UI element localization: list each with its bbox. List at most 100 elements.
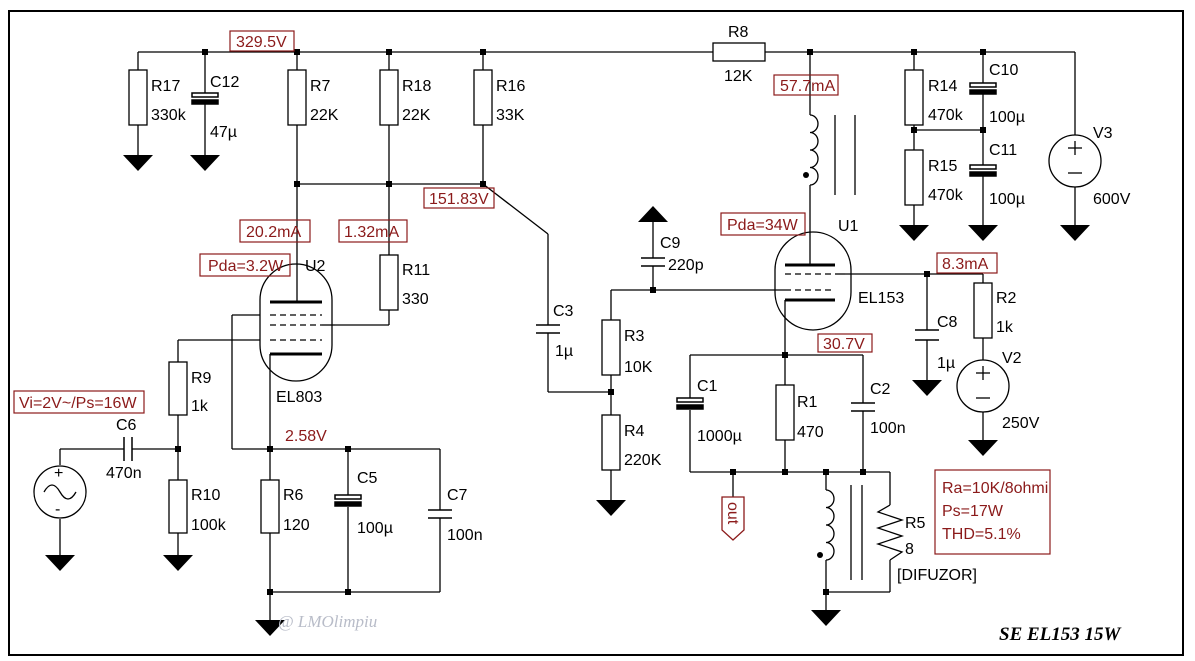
value-c12: 47µ: [210, 124, 237, 141]
label-c3: C3: [553, 303, 574, 320]
component-labels: R17 330k C12 47µ R7 22K R18 22K R16 33K …: [106, 24, 1131, 584]
label-r11: R11: [402, 262, 430, 279]
label-r15: R15: [928, 158, 957, 175]
value-v2: 250V: [1002, 415, 1040, 432]
value-c8: 1µ: [937, 355, 955, 372]
resistor-r4: [601, 414, 621, 471]
label-r16: R16: [496, 78, 525, 95]
label-r1: R1: [797, 394, 818, 411]
junctions: [175, 49, 986, 595]
result-line-2: Ps=17W: [942, 503, 1004, 520]
value-r6: 120: [283, 517, 310, 534]
label-r5: R5: [905, 515, 926, 532]
value-c10: 100µ: [989, 109, 1025, 126]
value-r17: 330k: [151, 107, 187, 124]
transformer-secondary: [825, 485, 863, 580]
resistor-r10: [168, 479, 188, 534]
annotation-v-cathode-u1: 30.7V: [823, 336, 865, 353]
value-c1: 1000µ: [697, 428, 742, 445]
svg-text:-: -: [55, 501, 60, 518]
tube-u1: [774, 231, 852, 331]
resistor-r8: [712, 42, 766, 62]
value-c7: 100n: [447, 527, 483, 544]
annotation-input: Vi=2V~/Ps=16W: [19, 395, 137, 412]
label-u2: U2: [305, 258, 326, 275]
resistor-r11: [379, 254, 399, 311]
resistor-r2: [973, 282, 993, 339]
value-r9: 1k: [191, 398, 209, 415]
label-r3: R3: [624, 328, 645, 345]
out-connector: [721, 496, 745, 541]
resistor-r1: [775, 384, 795, 441]
annotation-i-screen: 8.3mA: [942, 256, 989, 273]
result-line-1: Ra=10K/8ohmi: [942, 480, 1048, 497]
type-u2: EL803: [276, 389, 322, 406]
capacitor-c12: [191, 92, 219, 98]
resistor-r7: [287, 69, 307, 126]
value-r1: 470: [797, 424, 824, 441]
phase-dot: [803, 172, 809, 178]
watermark: @ LMOlimpiu: [278, 612, 377, 631]
label-c5: C5: [357, 470, 378, 487]
value-r14: 470k: [928, 107, 964, 124]
supply-arrow: [638, 206, 668, 222]
annotation-boxes: [13, 30, 1051, 555]
label-v3: V3: [1093, 125, 1113, 142]
label-r10: R10: [191, 487, 220, 504]
resistor-r9: [168, 361, 188, 416]
resistor-r14: [904, 69, 924, 126]
annotation-i-r11: 1.32mA: [344, 224, 399, 241]
label-r4: R4: [624, 423, 645, 440]
value-c11: 100µ: [989, 191, 1025, 208]
label-c8: C8: [937, 314, 958, 331]
label-c12: C12: [210, 74, 239, 91]
out-label: out: [724, 502, 741, 525]
label-r2: R2: [996, 290, 1017, 307]
resistor-r6: [260, 479, 280, 534]
value-r5: 8: [905, 541, 914, 558]
capacitors: [123, 82, 997, 519]
label-c7: C7: [447, 487, 468, 504]
value-r11: 330: [402, 291, 429, 308]
result-line-3: THD=5.1%: [942, 526, 1021, 543]
label-r9: R9: [191, 370, 212, 387]
label-r6: R6: [283, 487, 304, 504]
annotation-i-anode-u1: 57.7mA: [780, 78, 835, 95]
value-c9: 220p: [668, 257, 704, 274]
tube-u2: [259, 263, 335, 382]
label-r14: R14: [928, 78, 957, 95]
label-r8: R8: [728, 24, 749, 41]
value-r18: 22K: [402, 107, 431, 124]
annotation-pda-u1: Pda=34W: [727, 217, 799, 234]
value-r15: 470k: [928, 187, 964, 204]
label-c1: C1: [697, 378, 718, 395]
resistor-r5: [875, 504, 905, 561]
schematic-title: SE EL153 15W: [999, 624, 1122, 645]
label-r17: R17: [151, 78, 180, 95]
label-v2: V2: [1002, 350, 1022, 367]
resistors: [128, 42, 993, 534]
value-r8: 12K: [724, 68, 753, 85]
capacitor-c11: [969, 164, 997, 170]
value-r16: 33K: [496, 107, 525, 124]
annotation-i-u2: 20.2mA: [246, 224, 301, 241]
value-c2: 100n: [870, 420, 906, 437]
note-r5: [DIFUZOR]: [897, 567, 977, 584]
grounds: [45, 155, 1090, 636]
label-u1: U1: [838, 218, 859, 235]
resistor-r17: [128, 69, 148, 126]
value-r10: 100k: [191, 517, 227, 534]
label-c2: C2: [870, 381, 891, 398]
value-r7: 22K: [310, 107, 339, 124]
resistor-r16: [473, 69, 493, 126]
label-c9: C9: [660, 235, 681, 252]
type-u1: EL153: [858, 290, 904, 307]
resistor-r18: [379, 69, 399, 126]
value-r2: 1k: [996, 319, 1014, 336]
label-c6: C6: [116, 417, 137, 434]
label-r18: R18: [402, 78, 431, 95]
capacitor-c5: [334, 494, 362, 500]
dc-sources: [956, 134, 1102, 413]
annotation-v-node: 151.83V: [429, 191, 489, 208]
label-c11: C11: [989, 142, 1017, 159]
